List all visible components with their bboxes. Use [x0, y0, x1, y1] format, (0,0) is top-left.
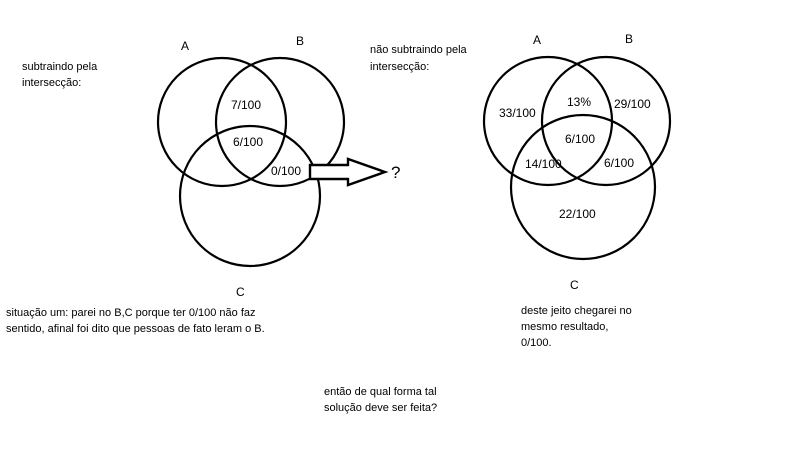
question-note-line-2: solução deve ser feita?: [324, 402, 437, 414]
right-circle-c: [509, 113, 657, 261]
situation-note-line-1: situação um: parei no B,C porque ter 0/1…: [6, 307, 256, 319]
situation-note-line-2: sentido, afinal foi dito que pessoas de …: [6, 323, 265, 335]
right-region-bc: 6/100: [604, 156, 634, 170]
right-label-c: C: [570, 278, 579, 292]
left-caption-line-1: subtraindo pela: [22, 61, 98, 73]
question-note-line-1: então de qual forma tal: [324, 386, 437, 398]
right-caption-line-1: não subtraindo pela: [370, 44, 468, 56]
question-mark: ?: [391, 163, 400, 182]
left-circle-a: [156, 56, 288, 188]
left-circle-c: [178, 124, 322, 268]
left-circle-b: [214, 56, 346, 188]
right-region-a-only: 33/100: [499, 106, 536, 120]
right-region-ab: 13%: [567, 95, 591, 109]
right-region-ac: 14/100: [525, 157, 562, 171]
right-circle-b: [540, 55, 672, 187]
right-region-b-only: 29/100: [614, 97, 651, 111]
left-region-abc: 6/100: [233, 135, 263, 149]
right-label-b: B: [625, 32, 633, 46]
left-label-b: B: [296, 34, 304, 48]
result-note-line-3: 0/100.: [521, 337, 552, 349]
right-region-abc: 6/100: [565, 132, 595, 146]
right-caption-line-2: intersecção:: [370, 61, 429, 73]
right-region-c-only: 22/100: [559, 207, 596, 221]
result-note-line-2: mesmo resultado,: [521, 321, 608, 333]
right-venn-diagram: [482, 55, 672, 261]
left-label-c: C: [236, 285, 245, 299]
left-venn-diagram: [156, 56, 346, 268]
left-region-ab: 7/100: [231, 98, 261, 112]
left-region-bc: 0/100: [271, 164, 301, 178]
right-label-a: A: [533, 33, 541, 47]
result-note-line-1: deste jeito chegarei no: [521, 305, 632, 317]
arrow-icon: [308, 157, 389, 187]
left-caption-line-2: intersecção:: [22, 77, 81, 89]
left-label-a: A: [181, 39, 189, 53]
